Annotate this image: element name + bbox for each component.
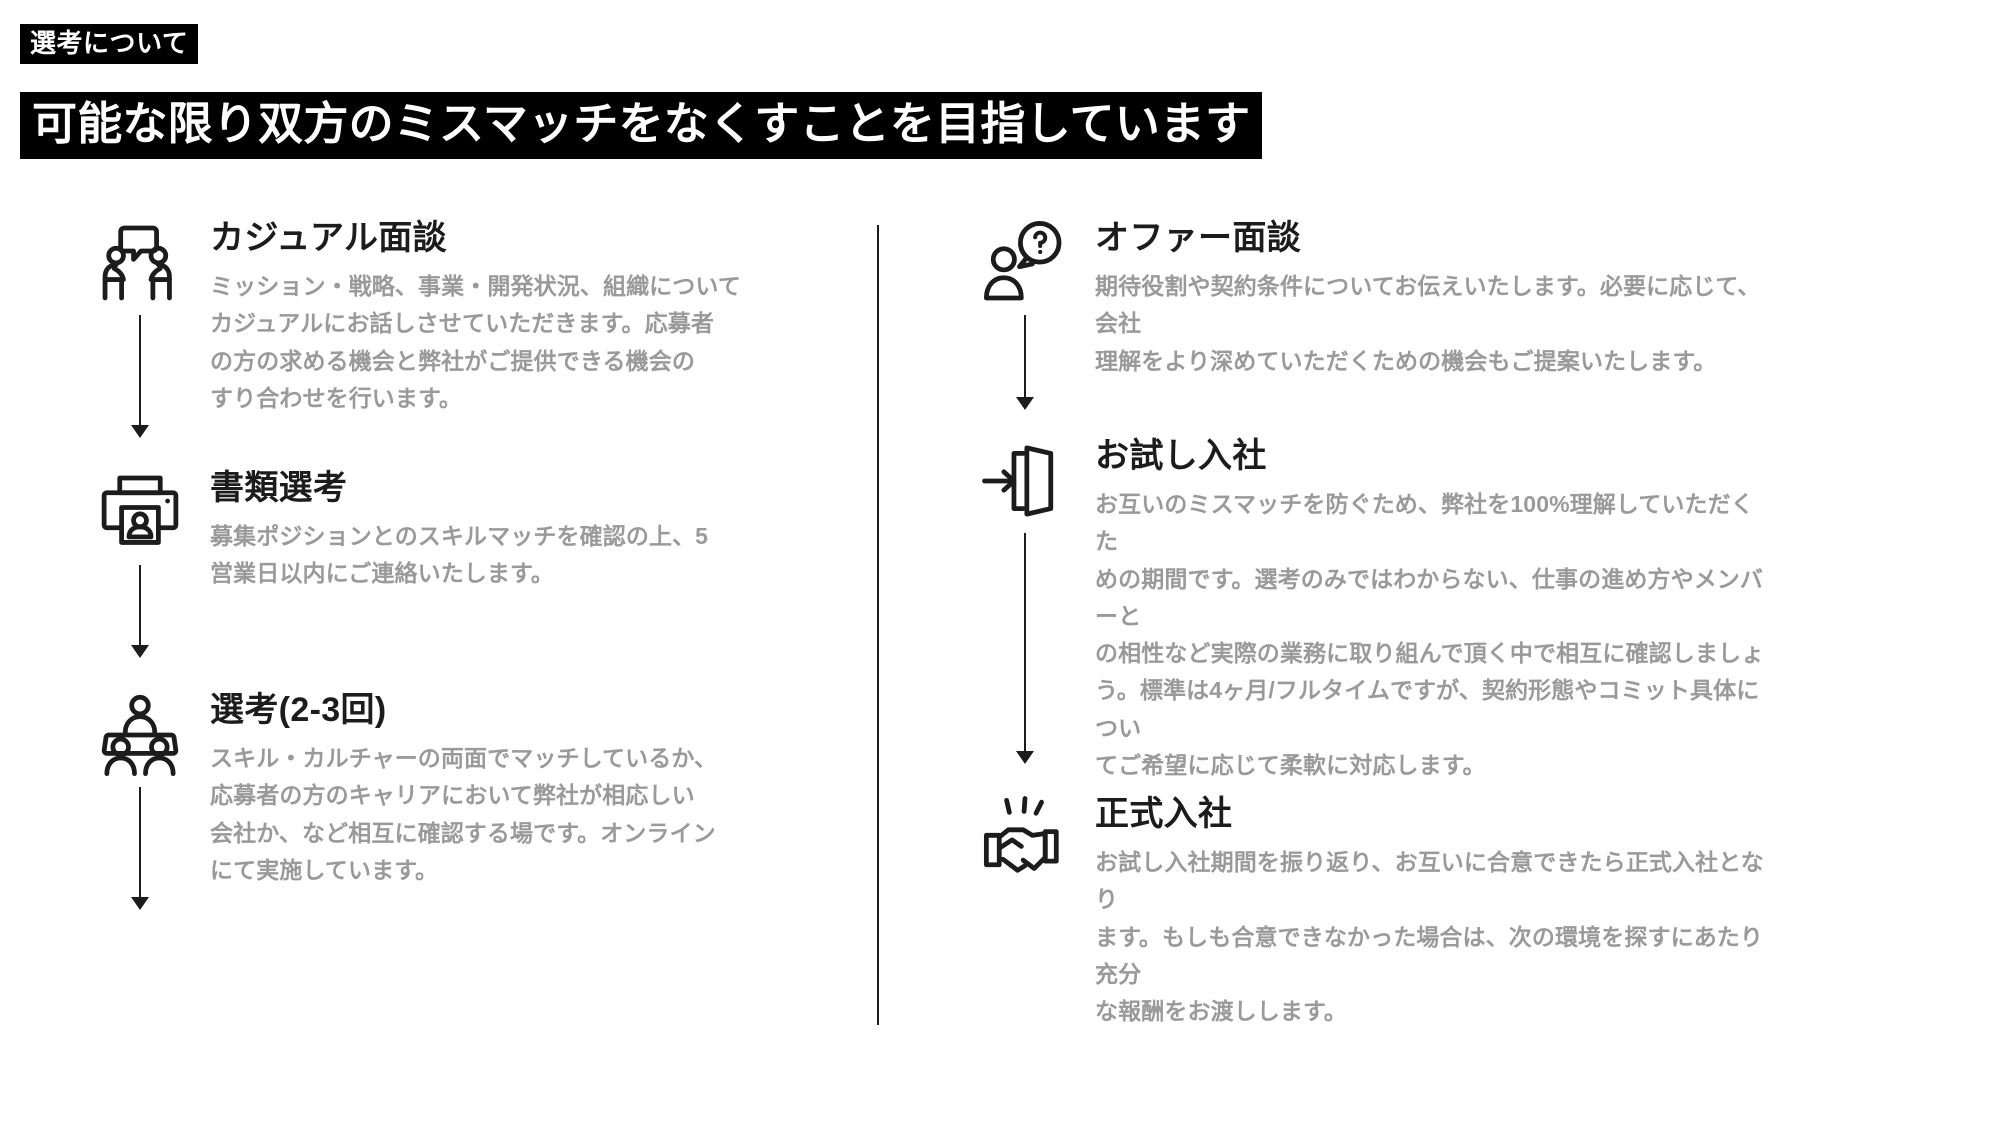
connector-arrow [131,315,149,438]
step-body: 書類選考 募集ポジションとのスキルマッチを確認の上、5 営業日以内にご連絡いたし… [210,465,860,593]
handshake-icon [979,793,1071,885]
step-description: お試し入社期間を振り返り、お互いに合意できたら正式入社となり ます。もしも合意で… [1095,849,1764,1025]
group-interview-icon [94,689,186,781]
step-body: 選考(2-3回) スキル・カルチャーの両面でマッチしているか、 応募者の方のキャ… [210,687,860,889]
step-formal-employment: 正式入社 お試し入社期間を振り返り、お互いに合意できたら正式入社となり ます。も… [955,791,1775,1024]
left-column: カジュアル面談 ミッション・戦略、事業・開発状況、組織について カジュアルにお話… [70,215,860,927]
step-description: ミッション・戦略、事業・開発状況、組織について カジュアルにお話しさせていただき… [210,273,741,411]
step-description: 募集ポジションとのスキルマッチを確認の上、5 営業日以内にご連絡いたします。 [210,523,709,587]
connector-arrow [1016,315,1034,410]
connector-arrow [131,787,149,910]
step-body: お試し入社 お互いのミスマッチを防ぐため、弊社を100%理解していただくた めの… [1095,433,1775,784]
step-document-screening: 書類選考 募集ポジションとのスキルマッチを確認の上、5 営業日以内にご連絡いたし… [70,465,860,687]
step-icon-wrap [955,791,1095,885]
step-title: 書類選考 [210,469,348,507]
steps-layout: カジュアル面談 ミッション・戦略、事業・開発状況、組織について カジュアルにお話… [0,215,2000,1045]
eyebrow-row: 選考について [20,24,199,64]
two-people-talking-icon [94,217,186,309]
step-description: スキル・カルチャーの両面でマッチしているか、 応募者の方のキャリアにおいて弊社が… [210,745,718,883]
door-enter-icon [979,435,1071,527]
step-icon-wrap [955,215,1095,410]
step-title: オファー面談 [1095,219,1302,257]
step-title: お試し入社 [1095,437,1267,475]
step-title: 正式入社 [1095,795,1233,833]
step-selection-interviews: 選考(2-3回) スキル・カルチャーの両面でマッチしているか、 応募者の方のキャ… [70,687,860,927]
step-title: 選考(2-3回) [210,691,387,729]
step-icon-wrap [70,215,210,438]
step-body: 正式入社 お試し入社期間を振り返り、お互いに合意できたら正式入社となり ます。も… [1095,791,1775,1030]
document-screening-printer-icon [94,467,186,559]
section-eyebrow-label: 選考について [20,24,199,64]
step-title: カジュアル面談 [210,219,447,257]
step-description: お互いのミスマッチを防ぐため、弊社を100%理解していただくた めの期間です。選… [1095,491,1765,778]
person-question-bubble-icon [979,217,1071,309]
step-icon-wrap [955,433,1095,764]
column-divider [877,225,879,1025]
title-row: 可能な限り双方のミスマッチをなくすことを目指しています [20,62,1263,189]
page-title: 可能な限り双方のミスマッチをなくすことを目指しています [20,92,1263,160]
step-body: カジュアル面談 ミッション・戦略、事業・開発状況、組織について カジュアルにお話… [210,215,860,417]
step-offer-interview: オファー面談 期待役割や契約条件についてお伝えいたします。必要に応じて、会社 理… [955,215,1775,433]
step-icon-wrap [70,687,210,910]
step-description: 期待役割や契約条件についてお伝えいたします。必要に応じて、会社 理解をより深めて… [1095,273,1761,374]
step-body: オファー面談 期待役割や契約条件についてお伝えいたします。必要に応じて、会社 理… [1095,215,1775,380]
step-icon-wrap [70,465,210,658]
connector-arrow [131,565,149,658]
step-trial-employment: お試し入社 お互いのミスマッチを防ぐため、弊社を100%理解していただくた めの… [955,433,1775,791]
step-casual-interview: カジュアル面談 ミッション・戦略、事業・開発状況、組織について カジュアルにお話… [70,215,860,465]
connector-arrow [1016,533,1034,764]
right-column: オファー面談 期待役割や契約条件についてお伝えいたします。必要に応じて、会社 理… [955,215,1775,1024]
